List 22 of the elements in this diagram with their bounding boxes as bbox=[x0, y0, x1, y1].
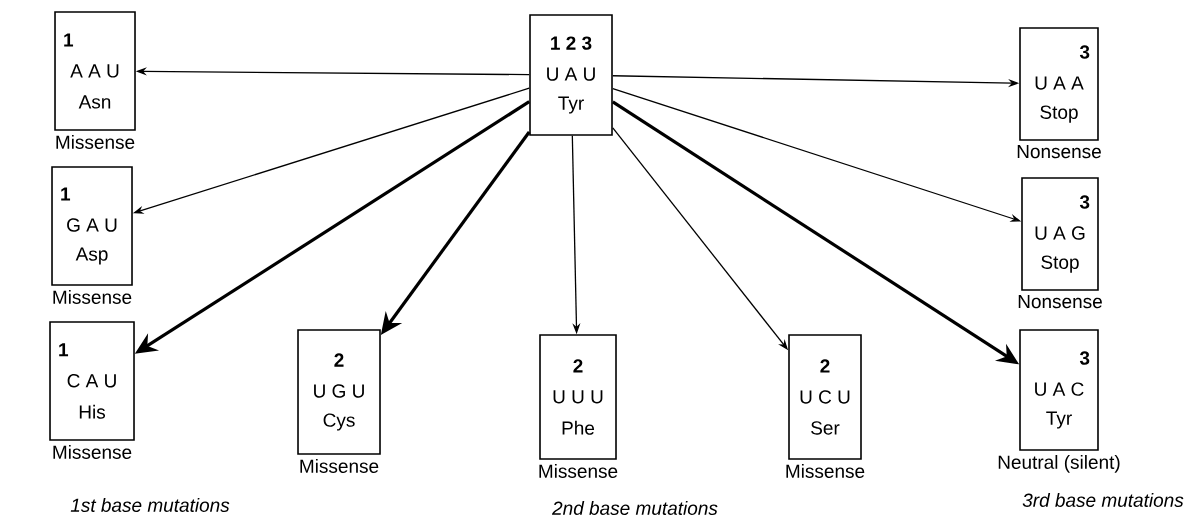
mutation-type: Missense bbox=[53, 290, 132, 304]
codon-box: 1 G A U Asp bbox=[51, 166, 133, 286]
codon-box: 2 U U U Phe bbox=[539, 334, 617, 460]
group-caption: 3rd base mutations bbox=[1022, 493, 1184, 507]
mutation-type: Missense bbox=[300, 459, 379, 473]
group-caption: 1st base mutations bbox=[70, 498, 230, 512]
mutation-type: Missense bbox=[539, 464, 618, 478]
codon-box: 1 A A U Asn bbox=[54, 11, 136, 131]
mutation-type: Missense bbox=[56, 135, 135, 149]
mutation-type: Nonsense bbox=[1017, 145, 1101, 159]
group-caption: 2nd base mutations bbox=[552, 501, 718, 515]
codon-box: 3 U A C Tyr bbox=[1019, 329, 1099, 451]
mutation-type: Missense bbox=[53, 445, 132, 459]
codon-box: 3 U A A Stop bbox=[1019, 27, 1099, 141]
codon-box: 3 U A G Stop bbox=[1021, 177, 1099, 291]
codon-box: 2 U G U Cys bbox=[297, 329, 381, 455]
codon-box: 1 2 3 U A U Tyr bbox=[529, 14, 613, 136]
codon-box: 2 U C U Ser bbox=[788, 334, 862, 460]
mutation-type: Neutral (silent) bbox=[998, 455, 1120, 473]
mutation-type: Missense bbox=[786, 464, 865, 478]
codon-box: 1 C A U His bbox=[49, 321, 135, 441]
mutation-type: Nonsense bbox=[1018, 295, 1102, 309]
